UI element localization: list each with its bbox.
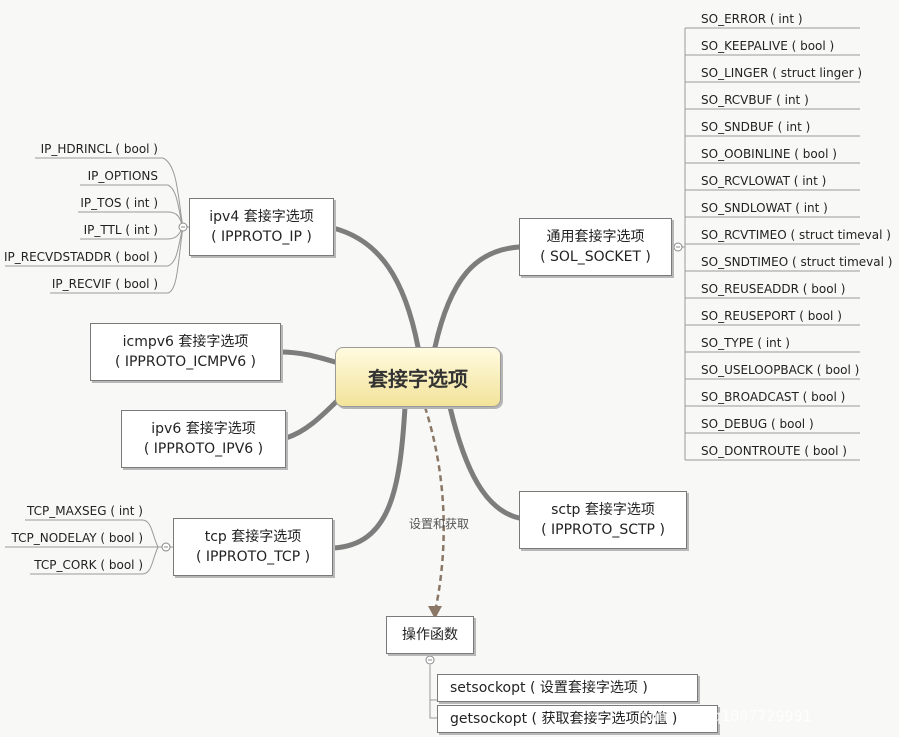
- topic-icmpv6-title: icmpv6 套接字选项: [122, 334, 249, 350]
- topic-icmpv6-subtitle: ( IPPROTO_ICMPV6 ): [114, 354, 257, 370]
- topic-ipv6-subtitle: ( IPPROTO_IPV6 ): [143, 441, 264, 457]
- ipv4-option[interactable]: IP_TOS ( int ): [80, 196, 158, 210]
- so-option[interactable]: SO_RCVBUF ( int ): [701, 93, 809, 107]
- relation-label: 设置和获取: [409, 517, 470, 531]
- so-option[interactable]: SO_TYPE ( int ): [701, 336, 790, 350]
- so-option[interactable]: SO_ERROR ( int ): [701, 12, 803, 26]
- ipv4-option[interactable]: IP_HDRINCL ( bool ): [40, 142, 158, 156]
- function-setsockopt[interactable]: setsockopt ( 设置套接字选项 ): [437, 674, 698, 702]
- so-option[interactable]: SO_SNDBUF ( int ): [701, 120, 811, 134]
- topic-ipv4-title: ipv4 套接字选项: [209, 209, 314, 225]
- topic-sctp-subtitle: ( IPPROTO_SCTP ): [541, 522, 665, 538]
- topic-sctp-title: sctp 套接字选项: [551, 502, 655, 518]
- topic-ipv4[interactable]: ipv4 套接字选项 ( IPPROTO_IP ): [189, 198, 334, 256]
- topic-sctp[interactable]: sctp 套接字选项 ( IPPROTO_SCTP ): [519, 491, 687, 549]
- so-option[interactable]: SO_BROADCAST ( bool ): [701, 390, 846, 404]
- so-option[interactable]: SO_SNDLOWAT ( int ): [701, 201, 828, 215]
- topic-icmpv6[interactable]: icmpv6 套接字选项 ( IPPROTO_ICMPV6 ): [90, 323, 281, 381]
- watermark: sdn.net/q1007729991: [640, 707, 812, 725]
- so-option[interactable]: SO_KEEPALIVE ( bool ): [701, 39, 835, 53]
- so-option[interactable]: SO_DEBUG ( bool ): [701, 417, 814, 431]
- topic-ipv6-title: ipv6 套接字选项: [151, 421, 256, 437]
- branch-generic: [432, 244, 522, 350]
- ipv4-option[interactable]: IP_TTL ( int ): [83, 223, 158, 237]
- so-option[interactable]: SO_REUSEADDR ( bool ): [701, 282, 846, 296]
- branch-tcp: [330, 404, 408, 551]
- tcp-option[interactable]: TCP_MAXSEG ( int ): [27, 504, 143, 518]
- root-topic-label: 套接字选项: [368, 366, 468, 391]
- topic-ipv4-subtitle: ( IPPROTO_IP ): [211, 229, 312, 245]
- relation-arrow: [423, 406, 445, 613]
- root-topic[interactable]: 套接字选项: [335, 347, 501, 407]
- topic-ipv6[interactable]: ipv6 套接字选项 ( IPPROTO_IPV6 ): [121, 410, 286, 468]
- topic-functions-title: 操作函数: [402, 627, 458, 643]
- branch-icmpv6: [277, 349, 338, 365]
- so-option[interactable]: SO_LINGER ( struct linger ): [701, 66, 863, 80]
- tcp-option[interactable]: TCP_NODELAY ( bool ): [11, 531, 144, 545]
- so-option[interactable]: SO_USELOOPBACK ( bool ): [701, 363, 860, 377]
- topic-tcp[interactable]: tcp 套接字选项 ( IPPROTO_TCP ): [173, 518, 333, 576]
- branch-ipv4: [330, 225, 421, 350]
- topic-tcp-title: tcp 套接字选项: [204, 529, 302, 545]
- so-option[interactable]: SO_RCVLOWAT ( int ): [701, 174, 827, 188]
- branch-sctp: [447, 404, 522, 521]
- topic-tcp-subtitle: ( IPPROTO_TCP ): [195, 549, 311, 565]
- tcp-option[interactable]: TCP_CORK ( bool ): [34, 558, 143, 572]
- branch-ipv6: [283, 395, 343, 441]
- topic-generic[interactable]: 通用套接字选项 ( SOL_SOCKET ): [519, 218, 672, 276]
- function-setsockopt-label: setsockopt ( 设置套接字选项 ): [450, 680, 648, 696]
- topic-functions[interactable]: 操作函数: [386, 616, 474, 654]
- so-option[interactable]: SO_SNDTIMEO ( struct timeval ): [701, 255, 893, 269]
- topic-generic-title: 通用套接字选项: [546, 229, 645, 245]
- so-option[interactable]: SO_DONTROUTE ( bool ): [701, 444, 847, 458]
- so-option[interactable]: SO_REUSEPORT ( bool ): [701, 309, 842, 323]
- ipv4-option[interactable]: IP_OPTIONS: [87, 169, 158, 183]
- so-option[interactable]: SO_RCVTIMEO ( struct timeval ): [701, 228, 891, 242]
- ipv4-option[interactable]: IP_RECVDSTADDR ( bool ): [3, 250, 158, 264]
- relation-arrowhead: [428, 606, 442, 619]
- so-option[interactable]: SO_OOBINLINE ( bool ): [701, 147, 837, 161]
- function-getsockopt[interactable]: getsockopt ( 获取套接字选项的值 ): [437, 705, 718, 733]
- ipv4-option[interactable]: IP_RECVIF ( bool ): [51, 277, 158, 291]
- function-getsockopt-label: getsockopt ( 获取套接字选项的值 ): [450, 711, 678, 727]
- topic-generic-subtitle: ( SOL_SOCKET ): [540, 249, 651, 265]
